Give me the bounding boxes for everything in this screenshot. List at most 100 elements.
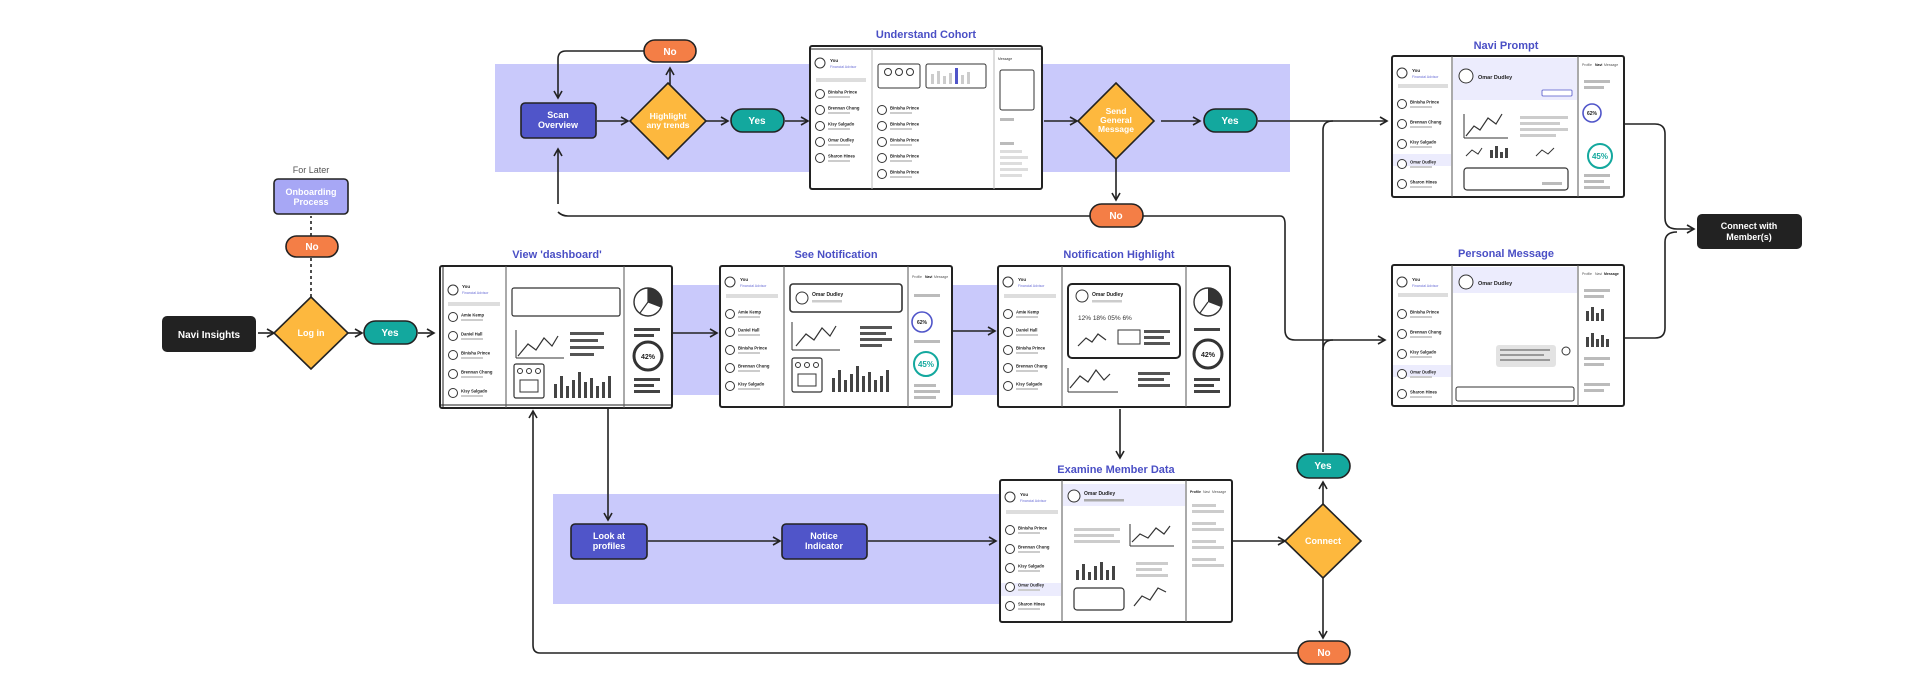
- highlight-trends-decision: [628, 81, 708, 161]
- avatar: [1397, 99, 1407, 109]
- member-name: Omar Dudley: [828, 138, 855, 143]
- connect-label: Connect: [1305, 536, 1341, 546]
- login-no-pill: [285, 235, 339, 258]
- dash-role: Financial Advisor: [462, 291, 489, 295]
- avatar: [1003, 327, 1013, 337]
- for-later-note: For Later: [293, 165, 330, 175]
- member-name: Brennan Chung: [1410, 120, 1442, 125]
- member-meta: [461, 376, 483, 378]
- notice-indicator-node: [781, 523, 868, 560]
- np-role: Financial Advisor: [1412, 75, 1439, 79]
- member-name: Omar Dudley: [1410, 370, 1437, 375]
- member-meta: [1018, 570, 1040, 572]
- member-name: Sharon Hines: [1410, 390, 1438, 395]
- member-meta: [461, 395, 483, 397]
- highlight-trends-label-2: any trends: [647, 120, 690, 130]
- member-name: Omar Dudley: [1410, 160, 1437, 165]
- avatar: [1005, 582, 1015, 592]
- member-name: Amie Kemp: [1016, 310, 1039, 315]
- avatar: [1397, 389, 1407, 399]
- member-meta: [1410, 146, 1432, 148]
- member-meta: [1410, 126, 1432, 128]
- avatar: [1397, 349, 1407, 359]
- avatar: [1397, 119, 1407, 129]
- avatar: [1003, 363, 1013, 373]
- member-name: Omar Dudley: [1018, 583, 1045, 588]
- avatar: [815, 121, 825, 131]
- member-name: Binisha Prince: [1410, 310, 1440, 315]
- login-no-label: No: [305, 242, 318, 253]
- avatar: [1397, 159, 1407, 169]
- em-you: You: [1020, 492, 1028, 497]
- title-examine-member: Examine Member Data: [1057, 464, 1175, 476]
- np-pct-45: 45%: [1592, 152, 1608, 161]
- nh-annotation: 12% 18% 05% 6%: [1078, 315, 1132, 322]
- notif-pct-45: 45%: [918, 360, 934, 369]
- member-name: Binisha Prince: [890, 122, 920, 127]
- member-meta: [738, 352, 760, 354]
- avatar: [725, 327, 735, 337]
- notif-tab-message: Message: [934, 275, 948, 279]
- notif-role: Financial Advisor: [740, 284, 767, 288]
- member-name: Brennan Chung: [1018, 545, 1050, 550]
- pm-you: You: [1412, 277, 1420, 282]
- np-omar: Omar Dudley: [1478, 75, 1513, 81]
- title-understand-cohort: Understand Cohort: [876, 29, 977, 41]
- pm-tab-navi: Navi: [1595, 272, 1602, 276]
- scan-overview-label-2: Overview: [538, 120, 579, 130]
- log-in-label: Log in: [298, 328, 325, 338]
- navi-insights-node: [162, 316, 256, 352]
- avatar: [448, 350, 458, 360]
- em-tab-navi: Navi: [1203, 490, 1210, 494]
- member-meta: [1410, 186, 1432, 188]
- avatar: [1397, 309, 1407, 319]
- cohort-role: Financial Advisor: [830, 65, 857, 69]
- member-name: Brennan Chung: [1016, 364, 1048, 369]
- member-meta: [738, 388, 760, 390]
- avatar: [448, 369, 458, 379]
- member-name: Kisy Salgado: [1410, 350, 1437, 355]
- avatar: [815, 153, 825, 163]
- dash-you: You: [462, 284, 470, 289]
- member-meta: [1018, 589, 1040, 591]
- notif-tab-navi: Navi: [925, 275, 932, 279]
- avatar: [725, 363, 735, 373]
- member-name: Kisy Salgado: [1410, 140, 1437, 145]
- connect-decision: [1283, 502, 1363, 580]
- avatar: [877, 137, 887, 147]
- send-general-label-1: Send: [1106, 106, 1127, 116]
- member-name: Binisha Prince: [738, 346, 768, 351]
- member-name: Daniel Hall: [1016, 328, 1037, 333]
- avatar: [448, 331, 458, 341]
- trends-yes-label: Yes: [748, 116, 766, 127]
- member-meta: [890, 176, 912, 178]
- member-meta: [890, 160, 912, 162]
- member-meta: [1410, 106, 1432, 108]
- avatar: [877, 105, 887, 115]
- member-meta: [738, 316, 760, 318]
- member-name: Binisha Prince: [1410, 100, 1440, 105]
- member-meta: [461, 357, 483, 359]
- member-meta: [890, 112, 912, 114]
- nh-omar: Omar Dudley: [1092, 292, 1123, 298]
- connect-members-label-2: Member(s): [1726, 232, 1772, 242]
- avatar: [1005, 601, 1015, 611]
- member-name: Brennan Chung: [1410, 330, 1442, 335]
- connect-yes-label: Yes: [1314, 461, 1332, 472]
- member-meta: [890, 144, 912, 146]
- trends-yes-pill: [730, 108, 785, 133]
- send-general-decision: [1076, 81, 1156, 161]
- np-tab-message: Message: [1604, 63, 1618, 67]
- onboarding-label-2: Process: [293, 197, 328, 207]
- member-name: Binisha Prince: [461, 351, 491, 356]
- member-name: Amie Kemp: [461, 313, 484, 318]
- avatar: [1005, 563, 1015, 573]
- onboarding-node: [273, 178, 349, 215]
- avatar: [1003, 381, 1013, 391]
- em-tab-message: Message: [1212, 490, 1226, 494]
- member-name: Sharon Hines: [828, 154, 856, 159]
- send-yes-pill: [1203, 108, 1258, 133]
